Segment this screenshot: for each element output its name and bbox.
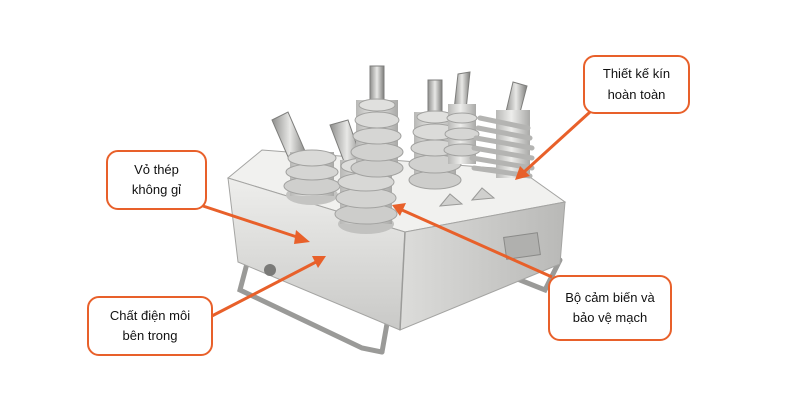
callout-stainless-steel-shell-line-1: Vỏ thép: [134, 161, 179, 177]
insulator-3: [350, 65, 404, 178]
callout-sensor-protection-line-1: Bộ cảm biến và: [565, 289, 655, 305]
callout-stainless-steel-shell: Vỏ thép không gỉ: [106, 150, 207, 210]
callout-internal-dielectric: Chất điện môi bên trong: [87, 296, 213, 356]
callout-sealed-design: Thiết kế kín hoàn toàn: [583, 55, 690, 114]
callout-stainless-steel-shell-line-2: không gỉ: [131, 182, 182, 197]
insulator-6: [469, 81, 535, 179]
callout-internal-dielectric-line-2: bên trong: [122, 328, 178, 343]
callout-sealed-design-line-2: hoàn toàn: [607, 86, 666, 102]
callout-internal-dielectric-line-1: Chất điện môi: [109, 307, 191, 323]
callout-sensor-protection: Bộ cảm biến và bảo vệ mạch: [548, 275, 672, 341]
leader-arrows: [199, 110, 592, 320]
insulator-1: [271, 111, 341, 205]
callout-sealed-design-line-1: Thiết kế kín: [602, 66, 671, 82]
callout-sensor-protection-line-2: bảo vệ mạch: [572, 310, 648, 325]
